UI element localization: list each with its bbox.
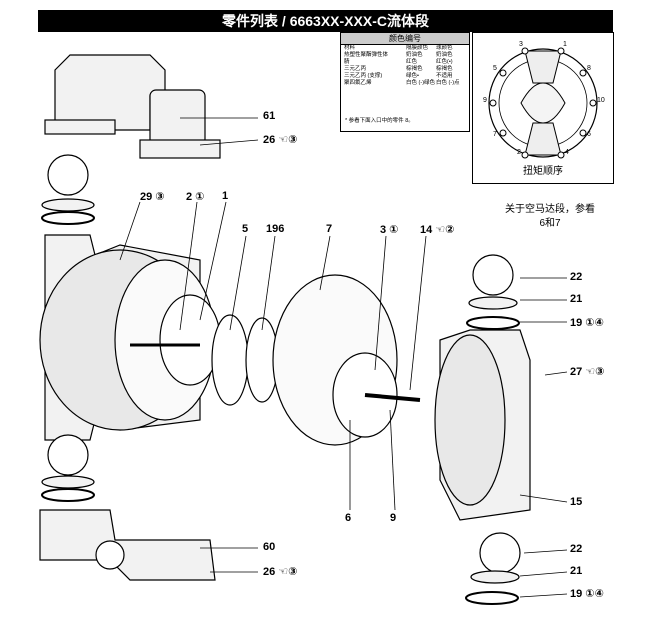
top-check-ball <box>47 154 89 196</box>
torque-caption: 扭矩顺序 <box>523 166 563 177</box>
bottom-manifold <box>39 509 216 581</box>
cell: 白色 (-)点 <box>436 80 460 86</box>
color-table-row: 三元乙丙 棕褐色 棕褐色 <box>341 66 469 73</box>
label-19b: 19 ①④ <box>570 588 604 600</box>
label-7: 7 <box>326 223 333 235</box>
label-29: 29 ③ <box>140 191 165 203</box>
label-60: 60 <box>263 541 276 553</box>
label-21a: 21 <box>570 293 583 305</box>
label-5: 5 <box>242 223 249 235</box>
torque-sequence-diagram: 3 1 5 8 9 10 7 6 2 4 扭矩顺序 <box>472 32 614 184</box>
top-seat <box>41 198 95 212</box>
label-15: 15 <box>570 496 583 508</box>
color-table-row: 聚四氟乙烯 白色 (-)绿色白色 (-)点 <box>341 80 469 87</box>
color-table-header: 颜色编号 <box>341 33 469 45</box>
label-2: 2 ① <box>186 191 205 203</box>
torque-num: 3 <box>519 41 523 48</box>
cell: 绿色• <box>406 73 419 79</box>
air-motor-note: 关于空马达段，参看6和7 <box>505 204 595 229</box>
bottom-seat <box>41 475 95 489</box>
label-14: 14 ☜② <box>420 224 455 236</box>
cell: 聚四氟乙烯 <box>344 80 372 86</box>
bolt-14 <box>364 393 421 402</box>
cell: 三元乙丙 <box>344 66 367 72</box>
cell: 棕褐色 <box>436 66 453 72</box>
torque-num: 5 <box>493 65 497 72</box>
cell: 腈 <box>344 59 350 65</box>
label-196: 196 <box>266 223 285 235</box>
right-bottom-seat <box>470 570 520 584</box>
torque-num: 10 <box>597 97 605 104</box>
right-bottom-oring <box>465 591 519 605</box>
label-1: 1 <box>222 190 229 202</box>
right-cover-flange <box>434 334 506 506</box>
bottom-oring <box>41 488 95 502</box>
title-text: 零件列表 / 6663XX-XXX-C流体段 <box>222 13 429 29</box>
label-19a: 19 ①④ <box>570 317 604 329</box>
torque-drawing <box>488 47 598 159</box>
color-table-row: 三元乙丙 (支撑) 绿色• 不适用 <box>341 73 469 80</box>
label-3: 3 ① <box>380 224 399 236</box>
col-diaphragm: 隔膜颜色 <box>406 45 429 51</box>
label-26b: 26 ☜③ <box>263 566 298 578</box>
torque-num: 7 <box>493 131 497 138</box>
torque-num: 8 <box>587 65 591 72</box>
cell: 不适用 <box>436 73 453 79</box>
top-manifold-flange <box>44 119 116 135</box>
torque-num: 2 <box>517 149 521 156</box>
cell: 红色(•) <box>436 59 453 65</box>
label-9: 9 <box>390 512 397 524</box>
top-manifold-elbow <box>149 89 206 146</box>
col-material: 材料 <box>344 45 356 51</box>
label-61: 61 <box>263 110 276 122</box>
cell: 奶油色 <box>406 52 423 58</box>
label-6: 6 <box>345 512 352 524</box>
cell: 奶油色 <box>436 52 453 58</box>
right-top-seat <box>468 296 518 310</box>
cell: 三元乙丙 (支撑) <box>344 73 383 79</box>
cell: 棕褐色 <box>406 66 423 72</box>
color-table-row: 热塑性聚酯弹性体 奶油色 奶油色 <box>341 52 469 59</box>
top-manifold-flange-right <box>139 139 221 159</box>
diaphragm-plate <box>159 294 221 386</box>
torque-num: 9 <box>483 97 487 104</box>
cell: 红色 <box>406 59 418 65</box>
color-table-footnote: * 参看下面入口中的零件 8。 <box>345 118 414 124</box>
label-26a: 26 ☜③ <box>263 134 298 146</box>
color-code-table: 颜色编号 材料 隔膜颜色 球颜色 热塑性聚酯弹性体 奶油色 奶油色 腈 红色 红色(•)… <box>340 32 470 132</box>
cell: 热塑性聚酯弹性体 <box>344 52 389 58</box>
label-22b: 22 <box>570 543 583 555</box>
right-top-oring <box>466 316 520 330</box>
top-manifold <box>54 54 166 131</box>
cell: 白色 (-)绿色 <box>406 80 436 86</box>
torque-num: 6 <box>587 131 591 138</box>
color-table-column-row: 材料 隔膜颜色 球颜色 <box>341 45 469 52</box>
page-title: 零件列表 / 6663XX-XXX-C流体段 <box>38 10 613 32</box>
label-21b: 21 <box>570 565 583 577</box>
col-ball: 球颜色 <box>436 45 453 51</box>
torque-num: 4 <box>565 149 569 156</box>
right-top-ball <box>472 254 514 296</box>
color-table-row: 腈 红色 红色(•) <box>341 59 469 66</box>
right-bottom-ball <box>479 532 521 574</box>
bottom-port <box>95 540 125 570</box>
torque-num: 1 <box>563 41 567 48</box>
top-oring <box>41 211 95 225</box>
label-27: 27 ☜③ <box>570 366 605 378</box>
label-22a: 22 <box>570 271 583 283</box>
bottom-check-ball <box>47 434 89 476</box>
